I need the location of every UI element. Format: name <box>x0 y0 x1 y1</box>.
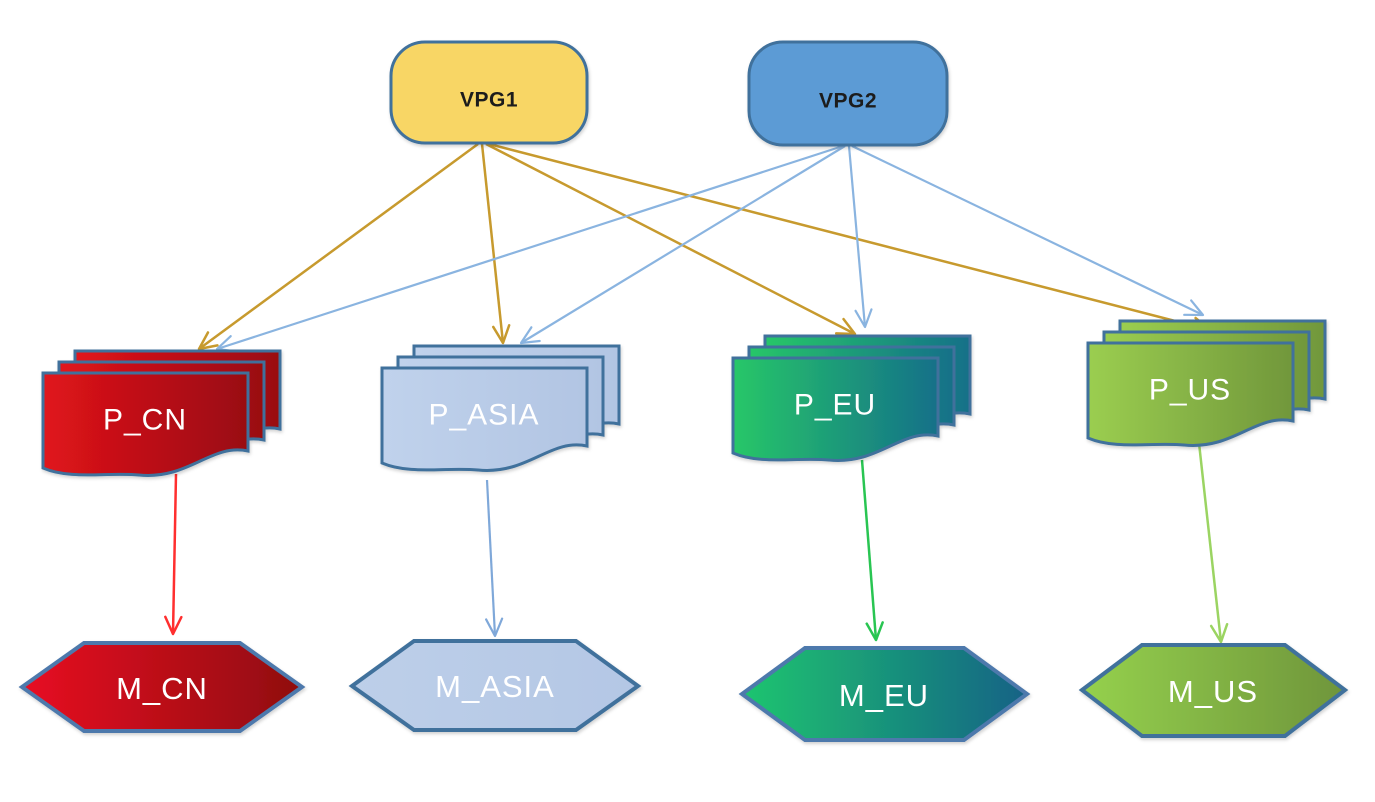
node-p_cn: P_CN <box>41 349 282 477</box>
m_cn-label: M_CN <box>116 671 208 706</box>
node-p_asia: P_ASIA <box>380 344 621 472</box>
edge-vpg2-p_cn <box>215 144 844 353</box>
node-p_eu: P_EU <box>731 334 972 462</box>
edge-vpg1-p_us <box>488 142 1212 335</box>
m_eu-shape <box>738 646 1031 742</box>
p_eu-label: P_EU <box>794 389 876 422</box>
m_asia-shape <box>348 639 642 732</box>
edge-group-vpg-fans <box>197 142 1212 353</box>
m_cn-shape <box>18 641 306 733</box>
node-m_us: M_US <box>1078 643 1349 738</box>
node-m_eu: M_EU <box>738 646 1031 742</box>
vpg2-shape <box>747 40 949 147</box>
node-vpg2: VPG2 <box>747 40 949 147</box>
edge-vpg2-p_us <box>851 145 1205 317</box>
node-vpg1: VPG1 <box>389 40 589 145</box>
p_cn-label: P_CN <box>103 404 187 437</box>
edge-vpg2-p_asia <box>519 145 846 345</box>
edge-vpg1-p_cn <box>197 142 479 351</box>
edge-vpg1-p_asia <box>480 143 511 345</box>
edge-vpg2-p_eu <box>847 145 873 329</box>
vpg1-label: VPG1 <box>460 88 518 111</box>
edge-vpg1-p_eu <box>485 142 857 336</box>
vpg2-label: VPG2 <box>819 89 877 112</box>
edge-p_cn-m_cn <box>164 473 183 636</box>
node-p_us: P_US <box>1086 319 1327 447</box>
m_eu-label: M_EU <box>839 678 929 713</box>
m_us-shape <box>1078 643 1349 738</box>
edge-p_eu-m_eu <box>860 459 884 642</box>
node-m_asia: M_ASIA <box>348 639 642 732</box>
vpg1-shape <box>389 40 589 145</box>
m_us-label: M_US <box>1168 674 1258 709</box>
p_us-label: P_US <box>1149 374 1231 407</box>
edge-p_asia-m_asia <box>485 479 504 638</box>
edge-p_us-m_us <box>1197 442 1229 644</box>
p_asia-label: P_ASIA <box>428 399 539 432</box>
edge-group-verticals <box>164 442 1229 644</box>
node-m_cn: M_CN <box>18 641 306 733</box>
m_asia-label: M_ASIA <box>435 669 555 704</box>
